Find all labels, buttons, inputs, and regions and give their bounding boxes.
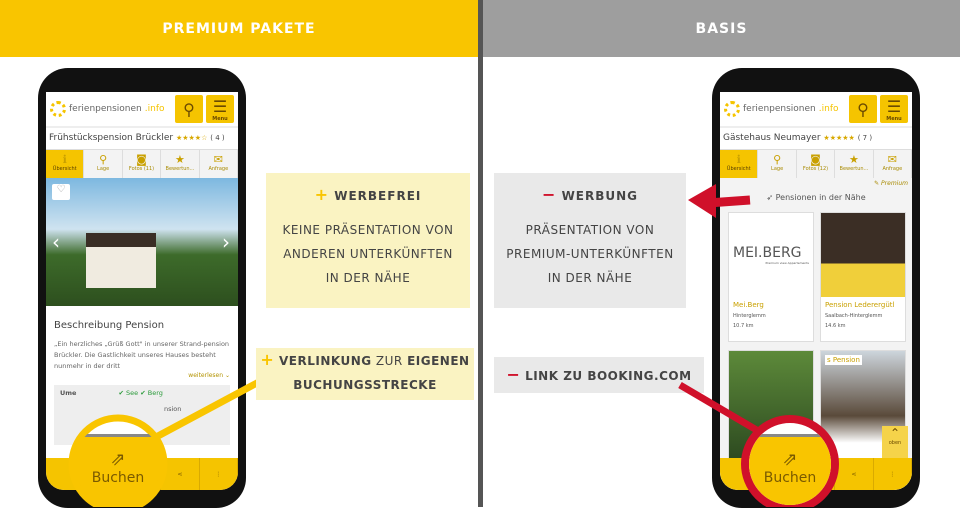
heart-icon[interactable]: ♡ bbox=[52, 184, 70, 200]
menu-button[interactable]: ☰Menu bbox=[880, 95, 908, 123]
listing-title: Frühstückspension Brückler ★★★★☆ ( 4 ) bbox=[46, 128, 238, 150]
premium-header: PREMIUM PAKETE bbox=[0, 0, 478, 57]
menu-icon: ☰ bbox=[212, 96, 228, 116]
search-button[interactable]: ⚲ bbox=[175, 95, 203, 123]
search-button[interactable]: ⚲ bbox=[849, 95, 877, 123]
nearby-card[interactable]: s Pension bbox=[820, 350, 906, 460]
share-icon[interactable]: ⋖ bbox=[835, 458, 874, 490]
logo: ferienpensionen.info bbox=[50, 101, 172, 117]
description-text: „Ein herzliches „Grüß Gott" in unserer S… bbox=[54, 340, 230, 370]
logo: ferienpensionen.info bbox=[724, 101, 846, 117]
next-arrow-icon[interactable]: › bbox=[222, 230, 230, 254]
red-annotation-overlay bbox=[678, 184, 839, 507]
prev-arrow-icon[interactable]: ‹ bbox=[52, 230, 60, 254]
menu-icon: ☰ bbox=[886, 96, 902, 116]
environment-more: nsion bbox=[164, 405, 182, 413]
phone-premium: ferienpensionen.info ⚲ ☰Menu Frühstücksp… bbox=[38, 68, 246, 508]
nearby-title: ➶ Pensionen in der Nähe bbox=[766, 193, 866, 202]
tab-reviews[interactable]: ★Bewertun... bbox=[161, 150, 200, 178]
environment-label: Ume bbox=[60, 389, 77, 397]
book-button-basis[interactable]: ⇗Buchen bbox=[749, 434, 831, 505]
tab-inquiry[interactable]: ✉Anfrage bbox=[874, 150, 912, 178]
description-title: Beschreibung Pension bbox=[54, 320, 165, 331]
share-icon[interactable]: ⋖ bbox=[161, 458, 200, 490]
tab-location[interactable]: ⚲Lage bbox=[758, 150, 797, 178]
callout-booking-link: − LINK ZU BOOKING.COM bbox=[494, 357, 704, 393]
nearby-card-name: s Pension bbox=[825, 355, 862, 365]
share-arrow-icon: ⇗ bbox=[782, 449, 798, 470]
more-icon[interactable]: ⋮ bbox=[200, 458, 238, 490]
callout-ads: − WERBUNG PRÄSENTATION VON PREMIUM-UNTER… bbox=[494, 173, 686, 308]
listing-title: Gästehaus Neumayer ★★★★★ ( 7 ) bbox=[720, 128, 912, 150]
book-button-premium[interactable]: ⇗Buchen bbox=[75, 434, 161, 507]
share-arrow-icon: ⇗ bbox=[110, 449, 126, 470]
basis-header: BASIS bbox=[483, 0, 960, 57]
search-icon: ⚲ bbox=[183, 99, 195, 119]
tab-location[interactable]: ⚲Lage bbox=[84, 150, 123, 178]
divider bbox=[478, 0, 483, 507]
more-icon[interactable]: ⋮ bbox=[874, 458, 912, 490]
callout-ad-free: + WERBEFREI KEINE PRÄSENTATION VON ANDER… bbox=[266, 173, 470, 308]
chevron-up-icon: ⌃ bbox=[889, 426, 901, 440]
hero-photo[interactable]: ♡ ‹ › bbox=[46, 178, 238, 306]
back-to-top-button[interactable]: ⌃oben bbox=[882, 426, 908, 458]
read-more-link[interactable]: weiterlesen ⌄ bbox=[188, 372, 230, 379]
menu-button[interactable]: ☰Menu bbox=[206, 95, 234, 123]
tab-inquiry[interactable]: ✉Anfrage bbox=[200, 150, 238, 178]
search-icon: ⚲ bbox=[857, 99, 869, 119]
arrow-left-icon bbox=[688, 184, 716, 218]
tab-reviews[interactable]: ★Bewertun... bbox=[835, 150, 874, 178]
tab-photos[interactable]: ◙Fotos (11) bbox=[123, 150, 162, 178]
tab-photos[interactable]: ◙Fotos (12) bbox=[797, 150, 836, 178]
premium-badge: ✎ Premium bbox=[874, 180, 908, 187]
house-image bbox=[86, 233, 156, 288]
environment-tags: ✔ See ✔ Berg bbox=[118, 389, 163, 397]
